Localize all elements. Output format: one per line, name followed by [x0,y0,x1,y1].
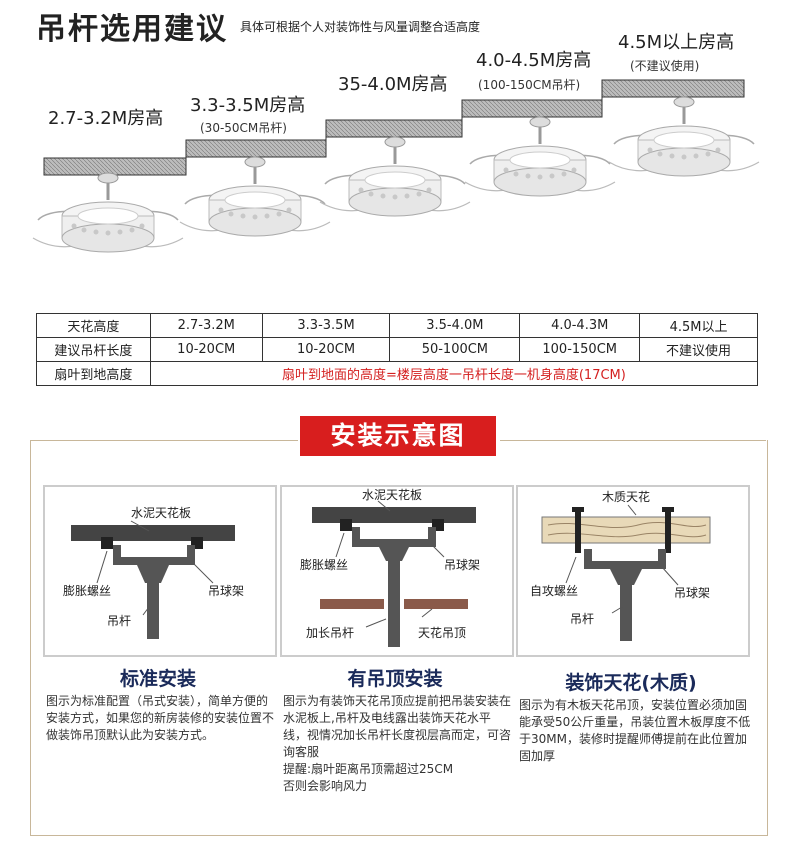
wood-ceiling-install-diagram: 木质天花 自攻螺丝 吊球架 吊杆 [530,489,711,641]
page-subtitle: 具体可根据个人对装饰性与风量调整合适高度 [240,20,481,34]
wood-ceiling-install-title: 装饰天花(木质) [565,672,697,694]
table-cell: 4.5M以上 [639,313,758,338]
bracket-label: 吊球架 [674,586,710,600]
table-row: 建议吊杆长度 10-20CM 10-20CM 50-100CM 100-150C… [36,337,758,362]
table-row: 天花高度 2.7-3.2M 3.3-3.5M 3.5-4.0M 4.0-4.3M… [36,313,758,338]
bolt-label: 膨胀螺丝 [300,558,348,572]
drop-ceiling-desc-text: 图示为有装饰天花吊顶应提前把吊装安装在水泥板上,吊杆及电线露出装饰天花水平线，视… [283,694,512,759]
height-sub-4: (100-150CM吊杆) [478,78,580,92]
rod-label: 吊杆 [570,612,594,626]
drop-ceiling-install-desc: 图示为有装饰天花吊顶应提前把吊装安装在水泥板上,吊杆及电线露出装饰天花水平线，视… [283,693,513,795]
table-cell: 扇叶到地高度 [36,361,151,386]
divider [500,440,766,441]
standard-install-panel: 水泥天花板 膨胀螺丝 吊球架 吊杆 [43,485,277,657]
drop-ceiling-install-panel: 水泥天花板 膨胀螺丝 吊球架 加长吊杆 天花吊顶 [280,485,514,657]
bracket-label: 吊球架 [444,558,480,572]
table-row: 扇叶到地高度 扇叶到地面的高度=楼层高度一吊杆长度一机身高度(17CM) [36,361,759,386]
table-cell: 100-150CM [519,337,641,362]
table-cell: 3.5-4.0M [389,313,521,338]
install-section [30,440,768,836]
bracket-label: 吊球架 [208,584,244,598]
ceiling-label: 木质天花 [602,489,650,504]
table-cell: 10-20CM [261,337,391,362]
ceiling-label: 水泥天花板 [131,505,191,520]
table-cell: 2.7-3.2M [149,313,263,338]
table-cell: 天花高度 [36,313,151,338]
table-cell: 3.3-3.5M [261,313,391,338]
standard-install-title: 标准安装 [119,668,196,690]
height-label-4: 4.0-4.5M房高 [476,50,591,71]
height-label-5: 4.5M以上房高 [618,32,734,53]
height-label-1: 2.7-3.2M房高 [48,108,163,129]
ceiling-label: 水泥天花板 [362,487,422,502]
drop-ceiling-note-1: 提醒:扇叶距离吊顶需超过25CM [283,762,454,776]
drop-ceiling-note-2: 否则会影响风力 [283,779,368,793]
bolt-label: 自攻螺丝 [530,584,578,598]
height-sub-2: (30-50CM吊杆) [200,121,287,135]
table-cell: 10-20CM [149,337,263,362]
height-formula: 扇叶到地面的高度=楼层高度一吊杆长度一机身高度(17CM) [149,361,759,386]
height-label-3: 35-4.0M房高 [338,74,448,95]
wood-ceiling-install-desc: 图示为有木板天花吊顶，安装位置必须加固能承受50公斤重量，吊装位置木板厚度不低于… [519,698,751,763]
ceiling-height-diagram: 2.7-3.2M房高 3.3-3.5M房高 (30-50CM吊杆) 35-4.0… [31,32,761,254]
table-cell: 50-100CM [389,337,521,362]
drop-ceiling-install-title: 有吊顶安装 [347,668,443,690]
height-sub-5: (不建议使用) [630,58,699,73]
drop-ceiling-label: 天花吊顶 [418,625,466,640]
standard-install-desc: 图示为标准配置（吊式安装），简单方便的安装方式，如果您的新房装修的安装位置不做装… [46,694,275,742]
table-cell: 建议吊杆长度 [36,337,151,362]
drop-ceiling-install-diagram: 水泥天花板 膨胀螺丝 吊球架 加长吊杆 天花吊顶 [300,487,480,647]
divider [30,440,298,441]
page-title: 吊杆选用建议 [36,12,228,47]
rod-label: 加长吊杆 [306,626,354,640]
standard-install-diagram: 水泥天花板 膨胀螺丝 吊球架 吊杆 [63,505,244,639]
table-cell: 不建议使用 [639,337,758,362]
install-banner: 安装示意图 [300,416,496,456]
rod-spec-table: 天花高度 2.7-3.2M 3.3-3.5M 3.5-4.0M 4.0-4.3M… [36,313,759,386]
table-cell: 4.0-4.3M [519,313,641,338]
rod-label: 吊杆 [107,614,131,628]
wood-ceiling-install-panel: 木质天花 自攻螺丝 吊球架 吊杆 [516,485,750,657]
height-label-2: 3.3-3.5M房高 [190,95,305,116]
bolt-label: 膨胀螺丝 [63,584,111,598]
